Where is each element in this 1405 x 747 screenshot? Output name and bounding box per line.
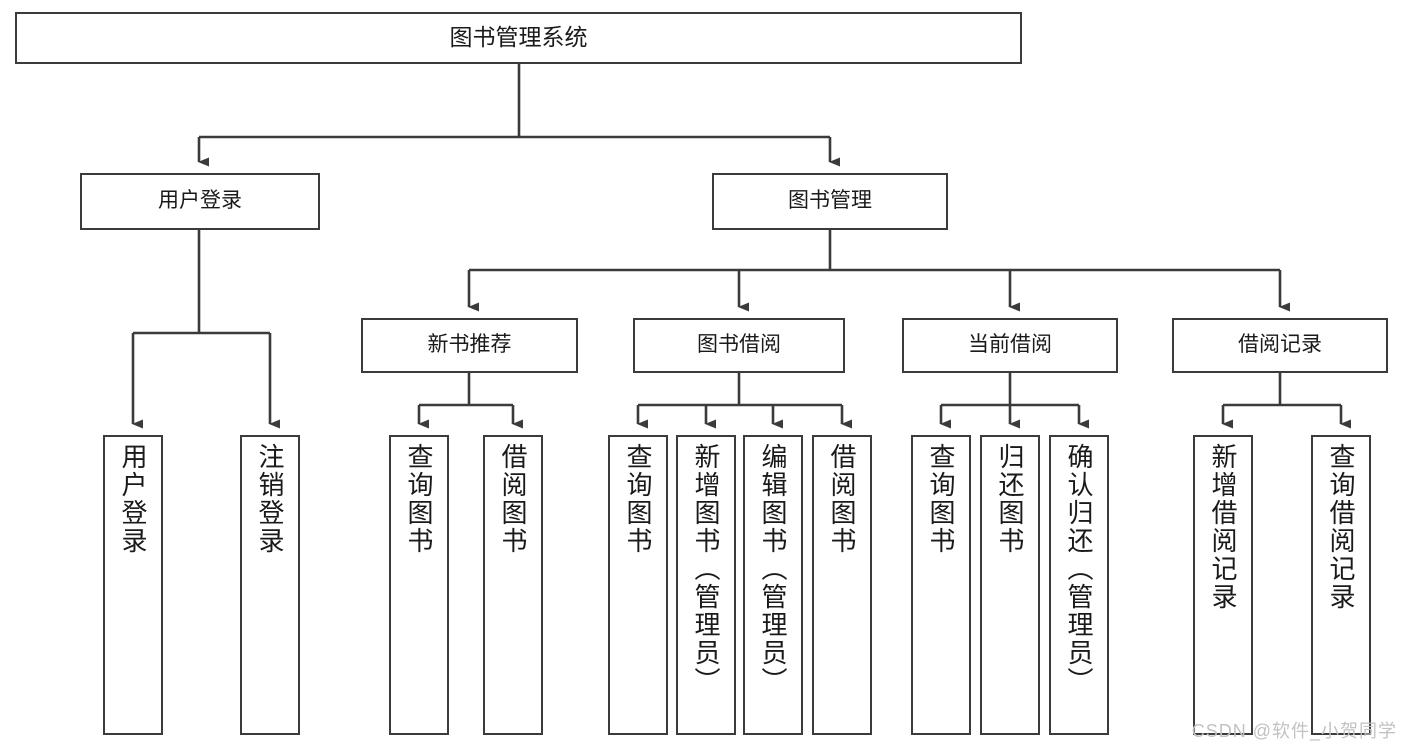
node-label: 用户登录 bbox=[158, 189, 242, 213]
node-label: 注销登录 bbox=[255, 443, 285, 555]
node-label: 新书推荐 bbox=[427, 333, 512, 357]
node-new-book-recommendation[interactable]: 新书推荐 bbox=[361, 318, 578, 373]
leaf-return-book[interactable]: 归还图书 bbox=[980, 435, 1040, 735]
node-label: 借阅图书 bbox=[498, 443, 528, 555]
node-book-borrow[interactable]: 图书借阅 bbox=[633, 318, 845, 373]
leaf-query-book-current[interactable]: 查询图书 bbox=[911, 435, 971, 735]
leaf-borrow-book[interactable]: 借阅图书 bbox=[812, 435, 872, 735]
leaf-logout[interactable]: 注销登录 bbox=[240, 435, 300, 735]
node-root[interactable]: 图书管理系统 bbox=[15, 12, 1022, 64]
node-label: 查询图书 bbox=[623, 443, 653, 555]
leaf-user-login[interactable]: 用户登录 bbox=[103, 435, 163, 735]
node-label: 归还图书 bbox=[995, 443, 1025, 555]
leaf-borrow-book-recommendation[interactable]: 借阅图书 bbox=[483, 435, 543, 735]
node-label: 确认归还（管理员） bbox=[1064, 443, 1094, 695]
node-label: 当前借阅 bbox=[968, 333, 1052, 357]
leaf-query-book-borrow[interactable]: 查询图书 bbox=[608, 435, 668, 735]
node-user-login[interactable]: 用户登录 bbox=[80, 173, 320, 230]
node-label: 查询借阅记录 bbox=[1326, 443, 1356, 611]
node-label: 新增借阅记录 bbox=[1208, 443, 1238, 611]
node-label: 编辑图书（管理员） bbox=[758, 443, 788, 695]
leaf-edit-book-admin[interactable]: 编辑图书（管理员） bbox=[743, 435, 803, 735]
node-label: 新增图书（管理员） bbox=[691, 443, 721, 695]
leaf-query-book-recommendation[interactable]: 查询图书 bbox=[389, 435, 449, 735]
node-borrow-records[interactable]: 借阅记录 bbox=[1172, 318, 1388, 373]
node-label: 借阅记录 bbox=[1238, 333, 1322, 357]
leaf-add-borrow-record[interactable]: 新增借阅记录 bbox=[1193, 435, 1253, 735]
node-book-management[interactable]: 图书管理 bbox=[712, 173, 948, 230]
node-label: 图书借阅 bbox=[697, 333, 781, 357]
leaf-query-borrow-record[interactable]: 查询借阅记录 bbox=[1311, 435, 1371, 735]
node-label: 用户登录 bbox=[118, 443, 148, 555]
node-current-borrow[interactable]: 当前借阅 bbox=[902, 318, 1118, 373]
node-label: 查询图书 bbox=[926, 443, 956, 555]
leaf-confirm-return-admin[interactable]: 确认归还（管理员） bbox=[1049, 435, 1109, 735]
leaf-add-book-admin[interactable]: 新增图书（管理员） bbox=[676, 435, 736, 735]
node-label: 借阅图书 bbox=[827, 443, 857, 555]
node-label: 查询图书 bbox=[404, 443, 434, 555]
node-label: 图书管理 bbox=[788, 189, 872, 213]
node-label: 图书管理系统 bbox=[449, 24, 588, 51]
